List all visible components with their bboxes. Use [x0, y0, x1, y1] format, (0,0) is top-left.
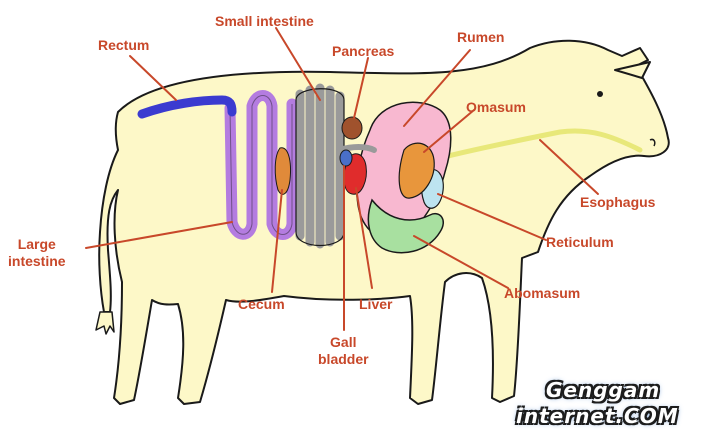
cow-tail-tuft [96, 312, 114, 334]
label-rectum: Rectum [98, 37, 149, 54]
label-esophagus: Esophagus [580, 194, 655, 211]
label-cecum: Cecum [238, 296, 285, 313]
label-gall-bladder-line2: bladder [318, 351, 369, 368]
label-pancreas: Pancreas [332, 43, 394, 60]
label-rumen: Rumen [457, 29, 504, 46]
watermark-logo: Genggam internet.COM [516, 378, 702, 442]
label-omasum: Omasum [466, 99, 526, 116]
label-large-intestine: Large intestine [8, 236, 66, 270]
label-reticulum: Reticulum [546, 234, 614, 251]
watermark-line1: Genggam [546, 378, 660, 402]
label-small-intestine: Small intestine [215, 13, 314, 30]
label-liver: Liver [359, 296, 392, 313]
label-gall-bladder-line1: Gall [318, 334, 369, 351]
pancreas-shape [342, 117, 362, 139]
small-intestine-connector [340, 147, 374, 150]
watermark-line2: internet.COM [516, 404, 679, 428]
label-abomasum: Abomasum [504, 285, 580, 302]
cecum-shape [275, 148, 290, 195]
small-intestine-coils [300, 88, 340, 244]
label-large-intestine-line2: intestine [8, 253, 66, 270]
label-large-intestine-line1: Large [8, 236, 66, 253]
gall-bladder-shape [340, 150, 352, 166]
cow-eye [597, 91, 603, 97]
label-gall-bladder: Gall bladder [318, 334, 369, 368]
